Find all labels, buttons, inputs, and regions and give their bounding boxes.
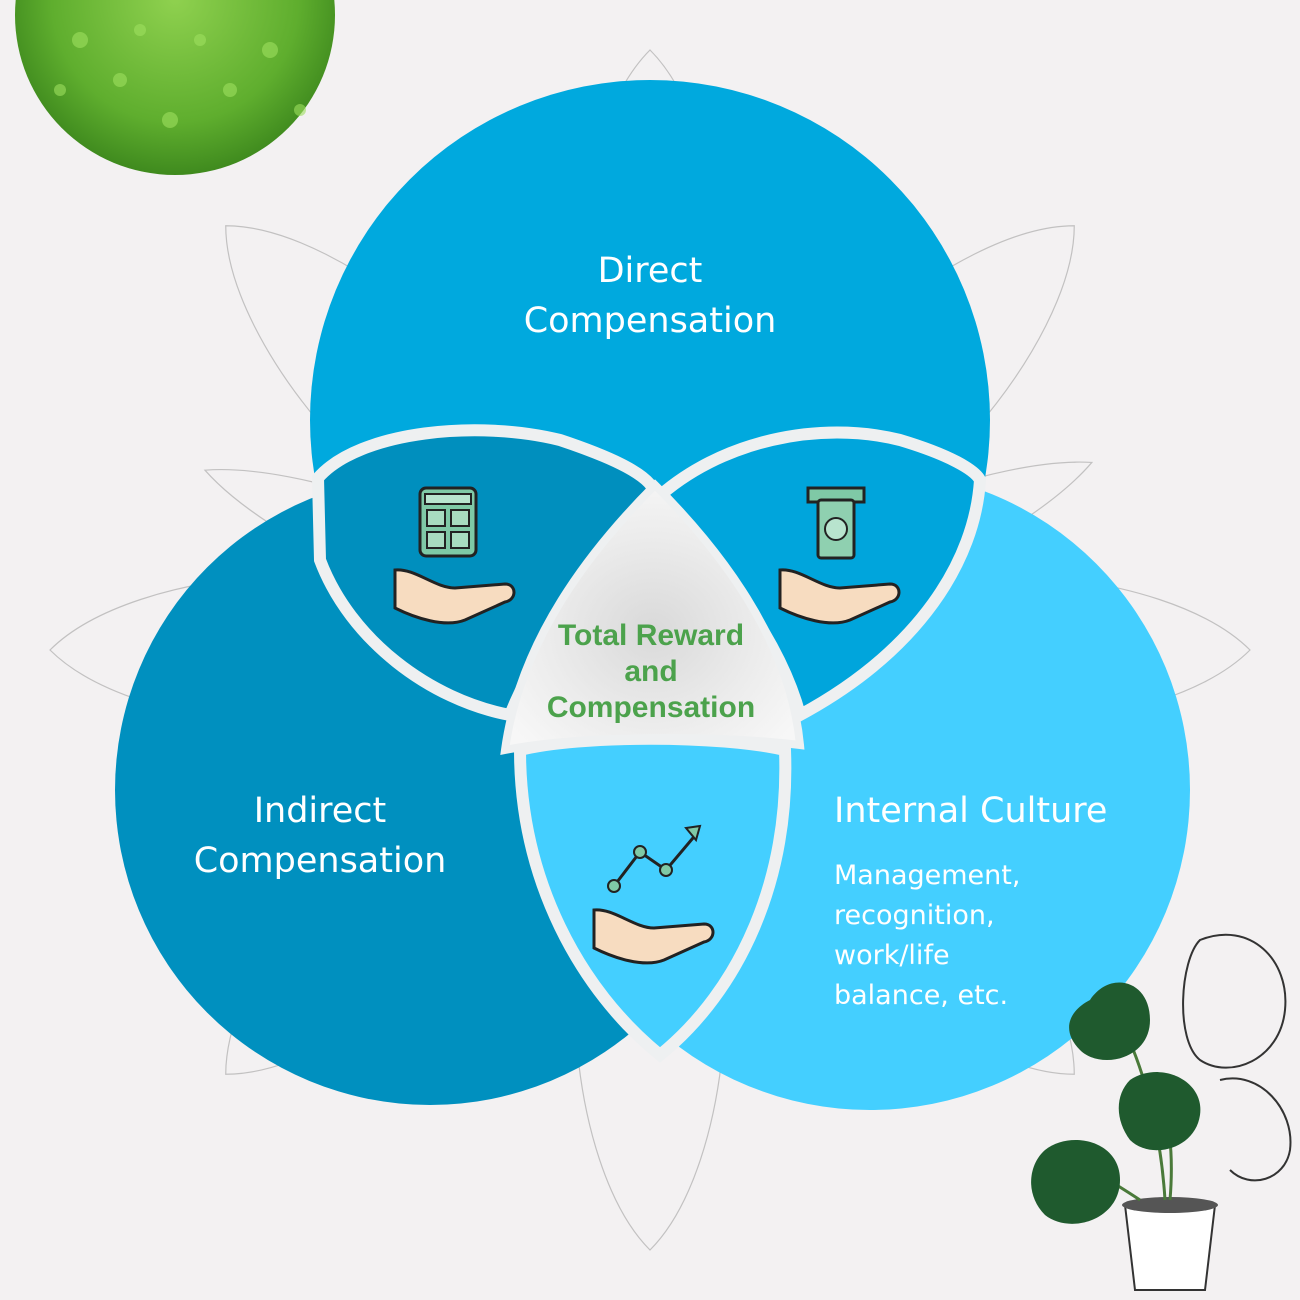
indirect-compensation-title: Indirect Compensation	[193, 791, 447, 881]
boxwood-shrub-icon	[15, 0, 335, 175]
direct-compensation-title: Direct Compensation	[523, 251, 777, 341]
growth-chart-on-hand-icon	[592, 824, 715, 965]
center-lens	[500, 479, 805, 756]
monstera-plant-icon	[1031, 933, 1292, 1291]
internal-culture-title: Internal Culture	[834, 791, 1108, 831]
cash-withdrawal-on-hand-icon	[778, 486, 901, 625]
total-reward-title: Total Reward and Compensation	[546, 619, 756, 724]
calculator-on-hand-icon	[393, 486, 516, 625]
internal-culture-description: Management, recognition, work/life balan…	[834, 860, 1021, 1011]
